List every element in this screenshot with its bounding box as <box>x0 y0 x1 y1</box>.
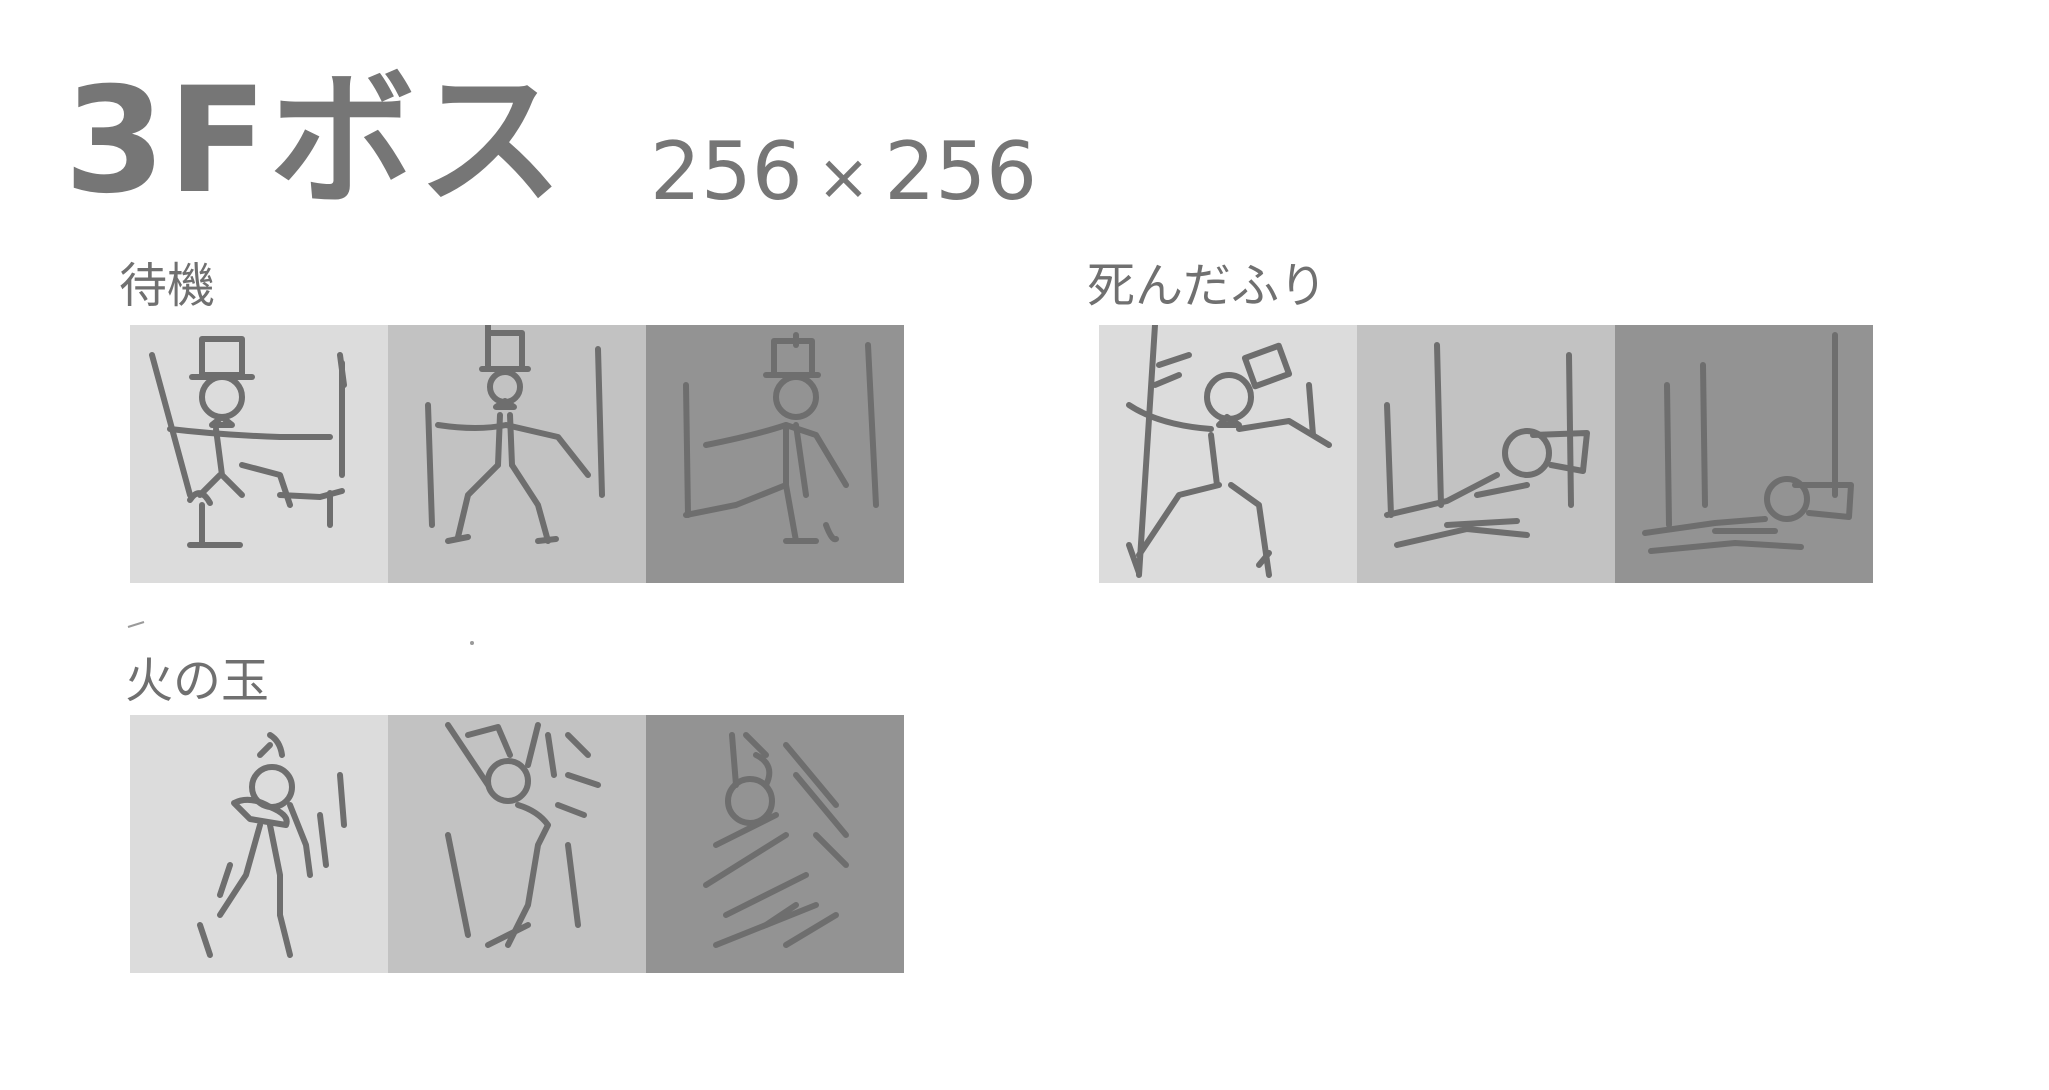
puppet-sketch <box>1642 332 1854 554</box>
puppet-sketch <box>197 732 347 958</box>
idle-strip <box>130 325 904 583</box>
idle-frame-2 <box>388 325 646 583</box>
idle-frame-1 <box>130 325 388 583</box>
sprite-width: 256 <box>650 125 803 218</box>
idle-label: 待機 <box>119 258 216 314</box>
puppet-sketch <box>1384 342 1590 548</box>
puppet-sketch <box>1126 325 1332 578</box>
fireball-label: 火の玉 <box>125 653 270 709</box>
fake-death-frame-1 <box>1099 325 1357 583</box>
idle-frame-3 <box>646 325 904 583</box>
fireball-frame-2 <box>388 715 646 973</box>
fake-death-frame-2 <box>1357 325 1615 583</box>
puppet-sketch <box>445 722 601 948</box>
sprite-height: 256 <box>884 125 1038 218</box>
puppet-sketch <box>425 325 605 544</box>
size-times-sign: × <box>816 141 871 215</box>
sprite-size: 256×256 <box>650 132 1037 212</box>
fake-death-strip <box>1099 325 1873 583</box>
fake-death-label: 死んだふり <box>1087 258 1328 314</box>
puppet-sketch <box>149 336 347 548</box>
fireball-frame-1 <box>130 715 388 973</box>
puppet-sketch <box>683 332 879 544</box>
fake-death-frame-3 <box>1615 325 1873 583</box>
fireball-strip <box>130 715 904 973</box>
page-title: 3Fボス <box>64 56 566 226</box>
fireball-frame-3 <box>646 715 904 973</box>
puppet-sketch <box>703 732 849 948</box>
